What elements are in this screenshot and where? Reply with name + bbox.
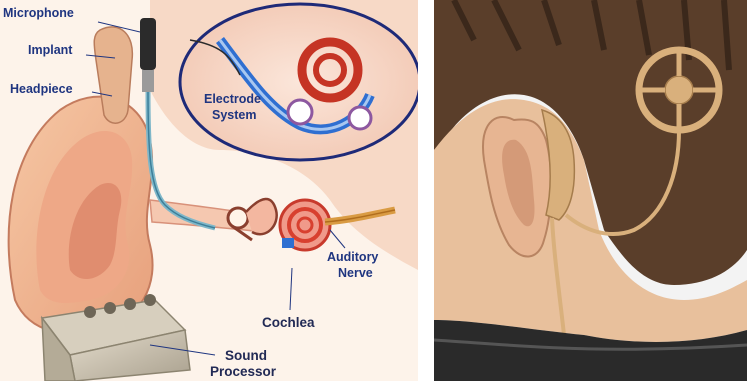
cochlear-implant-diagram: Microphone Implant Headpiece Electrode S… [0, 0, 418, 381]
label-auditory-line1: Auditory [327, 250, 378, 264]
label-cochlea: Cochlea [262, 315, 315, 330]
label-implant: Implant [28, 43, 72, 57]
label-microphone: Microphone [3, 6, 74, 20]
headpiece-connector [142, 70, 154, 92]
label-electrode-line1: Electrode [204, 92, 261, 106]
label-sound-line2: Processor [210, 364, 276, 379]
zoom-cross-section-1 [288, 100, 312, 124]
diagram-illustration [0, 0, 418, 381]
electrode-contact [282, 238, 294, 248]
ossicle-1 [228, 208, 248, 228]
wearer-photo-illustration [434, 0, 747, 381]
headpiece-magnet [140, 18, 156, 70]
label-sound-line1: Sound [225, 348, 267, 363]
zoom-cross-section-2 [349, 107, 371, 129]
headpiece-center [665, 76, 693, 104]
wearer-photo [434, 0, 747, 381]
electrode-zoom-oval [180, 4, 418, 160]
label-headpiece: Headpiece [10, 82, 73, 96]
label-electrode-line2: System [212, 108, 256, 122]
label-auditory-line2: Nerve [338, 266, 373, 280]
